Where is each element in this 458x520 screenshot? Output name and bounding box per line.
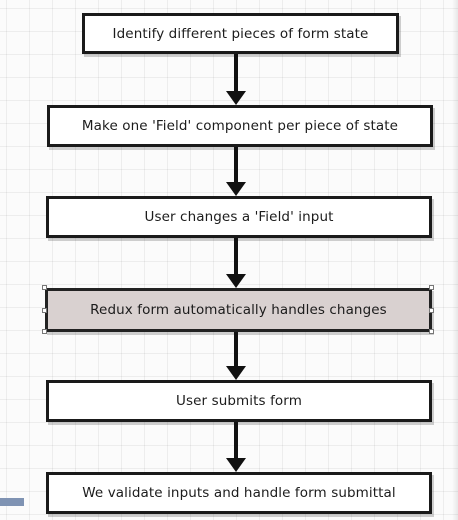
flow-step-label: We validate inputs and handle form submi…	[82, 485, 396, 501]
flow-step-field-per-state: Make one 'Field' component per piece of …	[47, 105, 433, 147]
flow-step-validate-and-submit: We validate inputs and handle form submi…	[46, 472, 432, 514]
flow-arrow-5	[226, 422, 246, 472]
flow-step-identify-form-state: Identify different pieces of form state	[82, 13, 399, 54]
flow-step-label: User changes a 'Field' input	[144, 209, 334, 225]
flow-step-redux-form-handles-changes[interactable]: Redux form automatically handles changes	[45, 288, 432, 332]
resize-handle-mid-left[interactable]	[42, 308, 47, 313]
flow-step-user-submits-form: User submits form	[46, 380, 432, 422]
flow-arrow-4	[226, 332, 246, 380]
edge-shade	[452, 0, 458, 520]
flow-step-label: Redux form automatically handles changes	[90, 302, 387, 318]
resize-handle-bottom-right[interactable]	[429, 329, 434, 334]
flow-step-user-changes-field: User changes a 'Field' input	[46, 196, 432, 238]
scrollbar-thumb[interactable]	[0, 498, 24, 506]
flow-arrow-1	[226, 54, 246, 105]
resize-handle-bottom-left[interactable]	[42, 329, 47, 334]
flow-arrow-2	[226, 147, 246, 196]
flow-step-label: User submits form	[176, 393, 302, 409]
resize-handle-top-right[interactable]	[429, 285, 434, 290]
resize-handle-top-left[interactable]	[42, 285, 47, 290]
flow-step-label: Identify different pieces of form state	[112, 25, 369, 42]
resize-handle-mid-right[interactable]	[429, 308, 434, 313]
flow-step-label: Make one 'Field' component per piece of …	[81, 118, 399, 134]
flow-arrow-3	[226, 238, 246, 288]
